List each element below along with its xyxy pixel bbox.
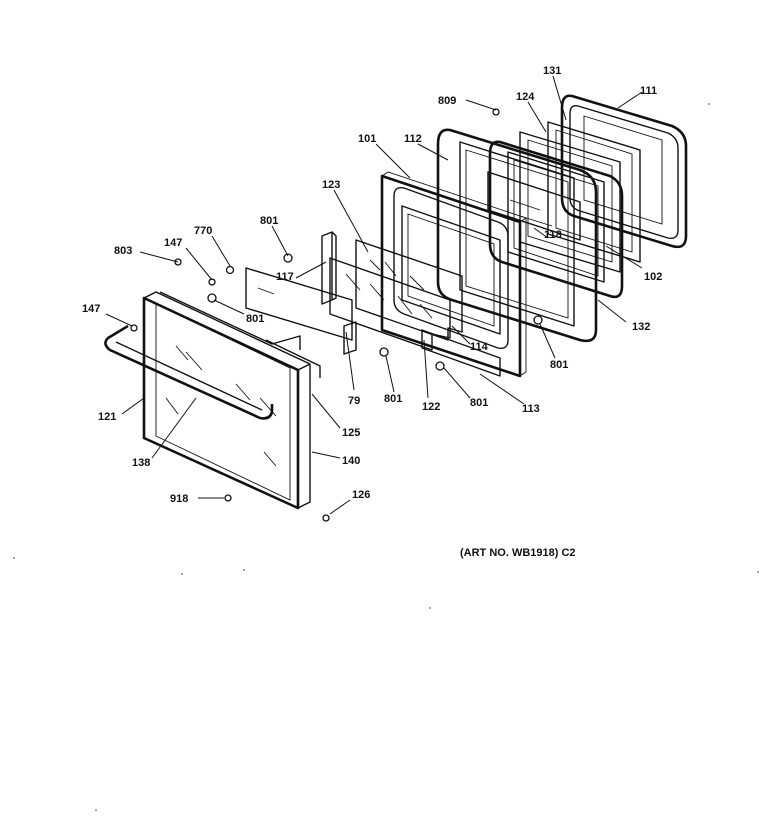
callout-118: 118 — [544, 229, 562, 241]
callout-113: 113 — [522, 403, 540, 415]
scan-specks — [13, 103, 759, 811]
callout-122: 122 — [422, 401, 440, 413]
leader-lines — [105, 75, 643, 515]
callout-801-c: 801 — [550, 359, 568, 371]
art-number-caption: (ART NO. WB1918) C2 — [460, 547, 576, 559]
callout-801-e: 801 — [470, 397, 488, 409]
callout-147-b: 147 — [82, 303, 100, 315]
callout-803: 803 — [114, 245, 132, 257]
part-112-gasket-frame — [436, 128, 598, 343]
callout-112: 112 — [404, 133, 422, 145]
callout-131: 131 — [543, 65, 561, 77]
part-123-window-glass — [355, 239, 463, 341]
part-124-insulation — [519, 121, 641, 273]
part-118-baffle — [487, 171, 581, 241]
callout-138: 138 — [132, 457, 150, 469]
callout-101: 101 — [358, 133, 376, 145]
callout-125: 125 — [342, 427, 360, 439]
callout-111: 111 — [640, 85, 657, 97]
part-101-inner-door — [380, 171, 528, 378]
callout-132: 132 — [632, 321, 650, 333]
callout-labels: 809 131 124 111 101 112 123 118 801 770 … — [82, 65, 662, 505]
callout-147-a: 147 — [164, 237, 182, 249]
callout-102: 102 — [644, 271, 662, 283]
callout-918: 918 — [170, 493, 188, 505]
callout-801-d: 801 — [384, 393, 402, 405]
callout-79: 79 — [348, 395, 360, 407]
callout-124: 124 — [516, 91, 535, 103]
callout-126: 126 — [352, 489, 370, 501]
part-140-outer-door — [142, 291, 321, 510]
callout-801-b: 801 — [246, 313, 264, 325]
callout-770: 770 — [194, 225, 212, 237]
part-79-heat-shield — [245, 267, 353, 341]
callout-809: 809 — [438, 95, 456, 107]
callout-801-a: 801 — [260, 215, 278, 227]
callout-140: 140 — [342, 455, 360, 467]
part-113-glass-panel — [421, 329, 501, 377]
callout-121: 121 — [98, 411, 116, 423]
callout-123: 123 — [322, 179, 340, 191]
callout-114: 114 — [470, 341, 489, 353]
fasteners — [130, 108, 543, 522]
part-121-door-handle — [104, 324, 274, 420]
callout-117: 117 — [276, 271, 294, 283]
